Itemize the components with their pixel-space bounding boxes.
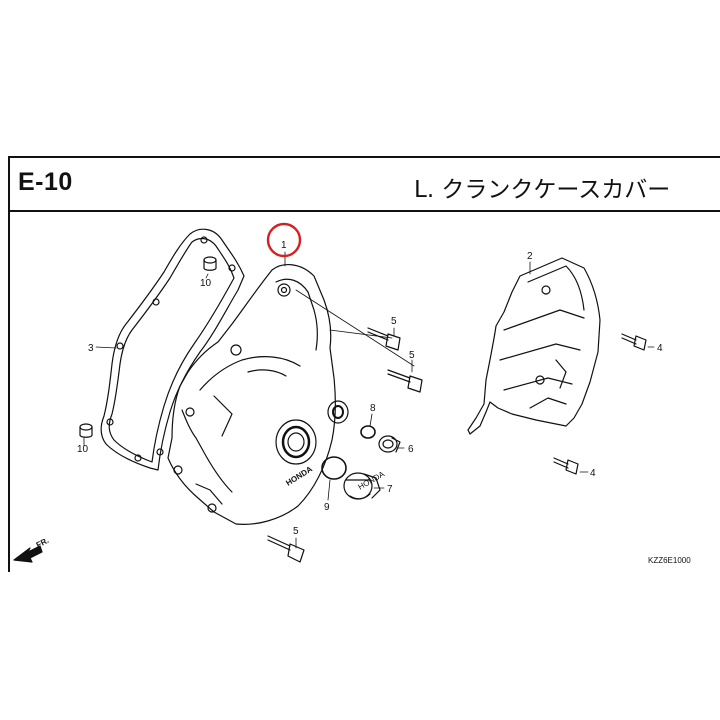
bolt-4-lower [553,457,579,475]
callout-8: 8 [370,403,376,414]
callout-10-lower: 10 [77,444,89,455]
dowel-pin-upper [203,256,217,271]
callout-5-middle: 5 [409,350,415,361]
diagram-frame [8,156,720,572]
callout-6: 6 [408,444,414,455]
callout-10-upper: 10 [200,278,212,289]
gasket-inner [108,237,235,463]
sheet-title: L. クランクケースカバー [414,177,671,203]
dowel-pin-lower [79,423,93,438]
highlight-circle [266,222,302,258]
bolt-5-lower [267,535,305,563]
left-crankcase-cover [167,264,336,525]
case-logo-text: HONDA [284,464,314,487]
callout-4-lower: 4 [590,468,596,479]
callout-5-lower: 5 [293,526,299,537]
callout-2: 2 [527,251,533,262]
callout-1: 1 [281,240,287,251]
callout-3: 3 [88,343,94,354]
figure-code: KZZ6E1000 [648,556,691,565]
inspection-cap [378,435,401,453]
bolt-4-upper [621,333,647,351]
front-arrow-icon [13,545,43,563]
callout-5-upper: 5 [391,316,397,327]
sheet-code: E-10 [18,168,73,196]
o-ring-small [360,425,376,439]
callout-9: 9 [324,502,330,513]
bolt-5-middle [387,369,423,393]
callout-4-upper: 4 [657,343,663,354]
o-ring-large [321,456,347,480]
header-divider [8,210,720,212]
callout-7: 7 [387,484,393,495]
front-marker: FR. [35,536,51,550]
timing-cap [343,472,381,500]
side-cover [467,257,601,435]
gasket [100,228,245,471]
